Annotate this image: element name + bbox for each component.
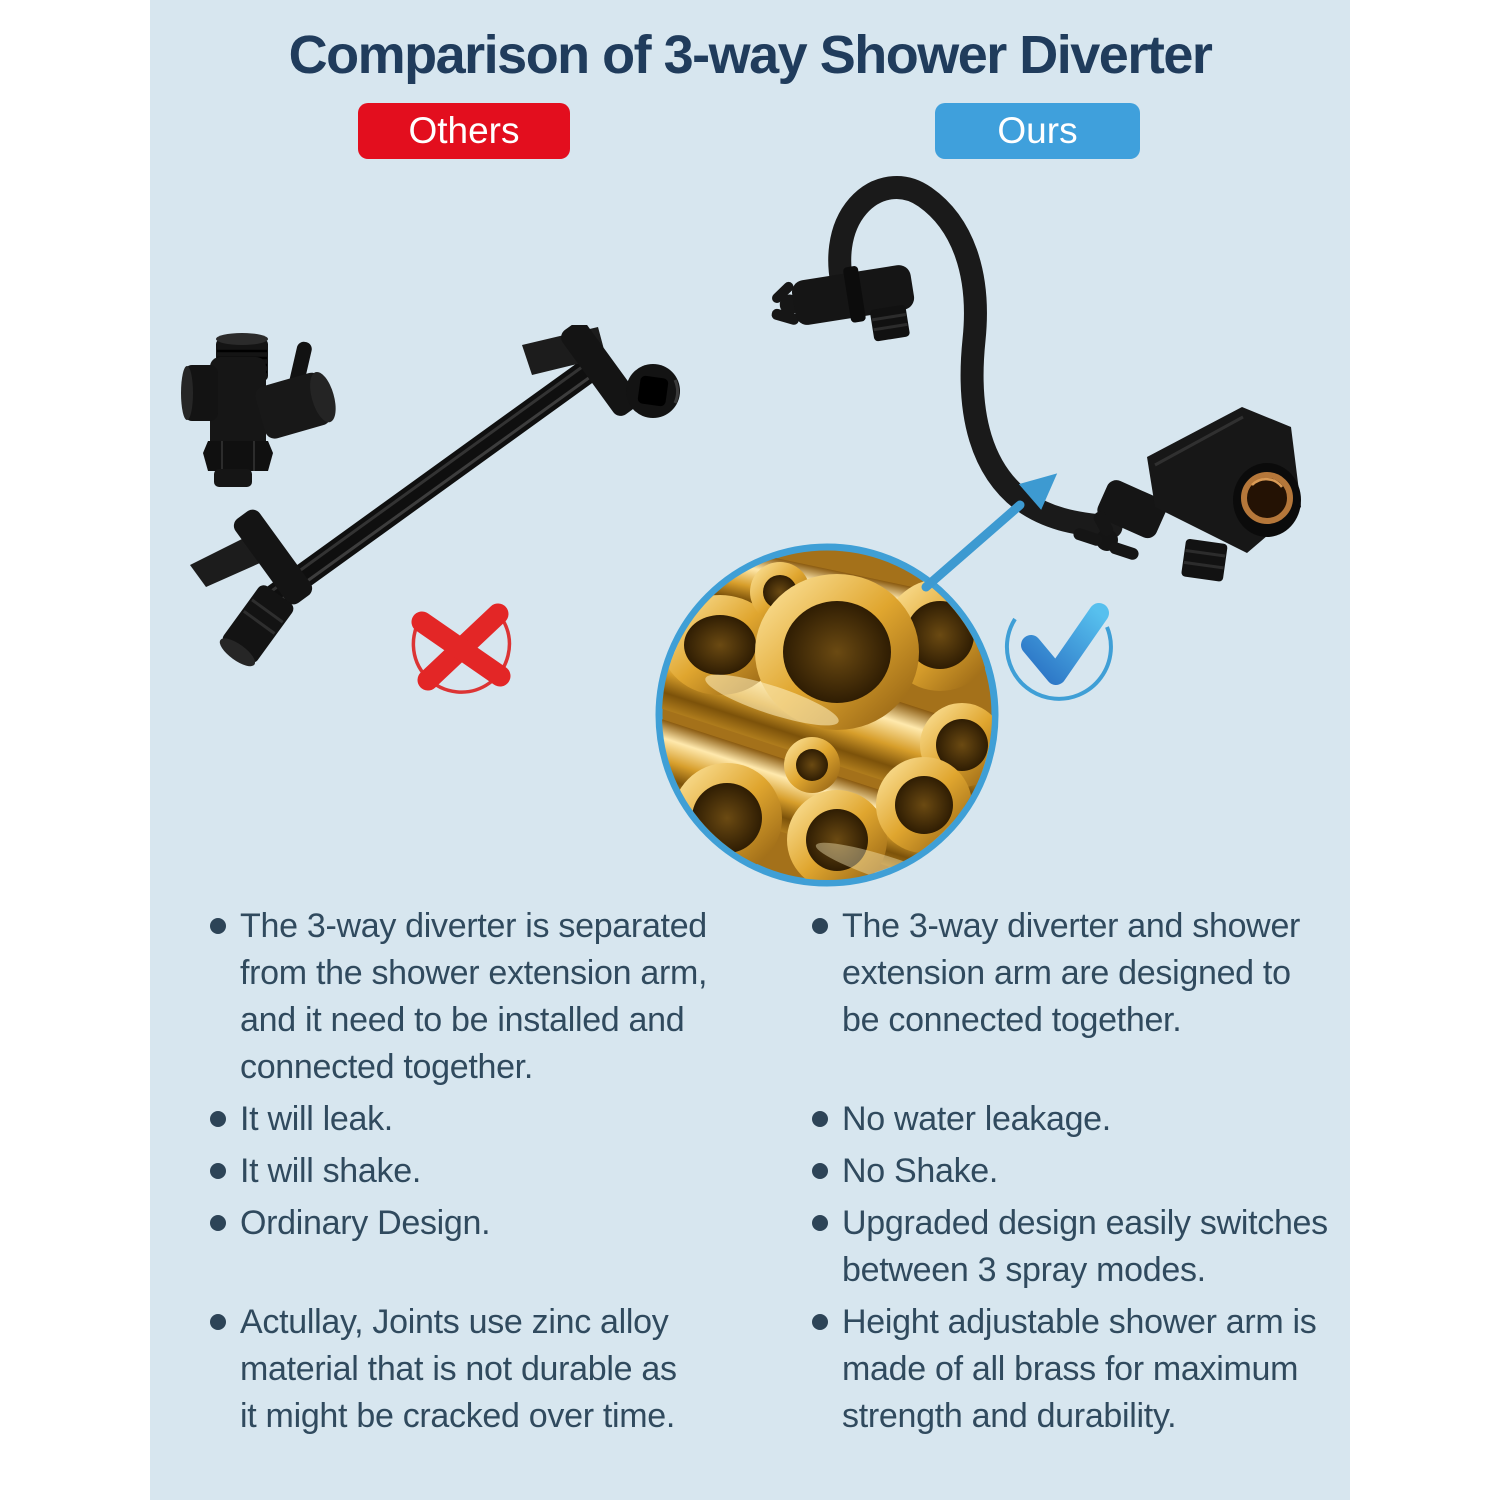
bullet-dot [210,1163,226,1179]
top-fitting-shape [771,265,915,342]
others-list-item: The 3-way diverter is separated from the… [210,903,715,1091]
ours-badge: Ours [935,103,1140,159]
check-icon [1004,603,1113,701]
comparison-lists: The 3-way diverter is separated from the… [210,903,1352,1440]
ours-list-item: Upgraded design easily switches between … [812,1200,1352,1294]
brass-material-inset [655,543,999,887]
ours-list-item: No Shake. [812,1148,1352,1195]
others-badge: Others [358,103,570,159]
others-badge-label: Others [408,110,520,151]
bullet-dot [812,1163,828,1179]
ours-badge-label: Ours [997,110,1078,151]
t-valve-shape [181,333,336,487]
our-diverter-image [771,176,1301,582]
bullet-dot [812,918,828,934]
ours-list-item: Height adjustable shower arm is made of … [812,1299,1352,1440]
bullet-dot [210,1111,226,1127]
others-list-item: It will shake. [210,1148,715,1195]
ours-list-item: The 3-way diverter and shower extension … [812,903,1352,1091]
others-list-item: It will leak. [210,1096,715,1143]
bullet-dot [210,918,226,934]
other-diverter-image [181,325,680,667]
ours-list-item: No water leakage. [812,1096,1352,1143]
bullet-dot [210,1314,226,1330]
others-list-item: Actullay, Joints use zinc alloy material… [210,1299,715,1440]
cross-icon [411,603,512,694]
bullet-dot [812,1215,828,1231]
page-title: Comparison of 3-way Shower Diverter [288,25,1213,85]
diverter-valve-shape [1073,407,1301,582]
bullet-dot [812,1111,828,1127]
extension-arm-shape [190,325,680,667]
others-list-item: Ordinary Design. [210,1200,715,1294]
gooseneck-tube-shape [828,176,1123,539]
bullet-dot [210,1215,226,1231]
arrow-icon [921,473,1058,592]
bullet-dot [812,1314,828,1330]
